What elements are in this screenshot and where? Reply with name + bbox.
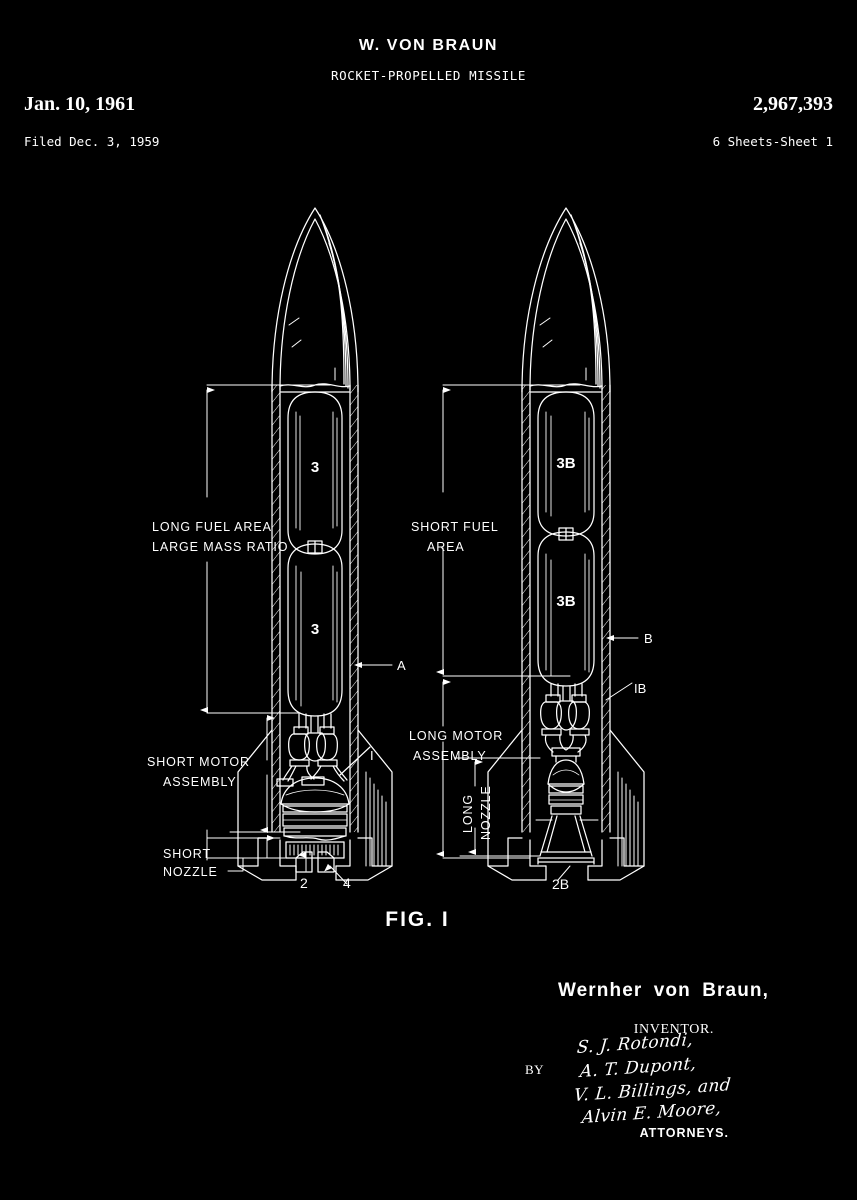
left-tank-lower-label: 3 [311,621,319,638]
right-fuel-area-label-line2: AREA [427,540,465,554]
right-nozzle-callout-label: 2B [552,876,569,892]
inventor-signature-name: Wernher von Braun, [557,980,769,1001]
header-patent-number: 2,967,393 [753,93,833,115]
left-fuel-area-dimension [200,384,331,714]
left-nozzle-callout-label: 2 [300,875,308,891]
right-missile-assembly: 3B 3B [409,207,653,892]
left-missile-assembly: 3 3 [147,207,406,891]
header-patent-title: ROCKET-PROPELLED MISSILE [330,68,526,83]
left-missile-upper-fuel-tank: 3 [287,391,343,555]
left-nozzle-dimension [206,829,286,861]
right-shell-callout-label: B [644,631,653,646]
left-nozzle-label-line2: NOZZLE [163,865,218,879]
right-nozzle-label-line2: NOZZLE [479,785,493,840]
header-issue-date: Jan. 10, 1961 [24,93,136,115]
left-fin-callout-4 [324,863,348,885]
left-missile-shell [271,384,359,833]
figure-caption: FIG. I [385,908,450,931]
right-missile-long-motor-assembly [535,683,599,865]
right-nozzle-label-line1: LONG [461,794,475,833]
attorneys-role-label: ATTORNEYS. [639,1126,729,1140]
left-fuel-area-label-line2: LARGE MASS RATIO [152,540,288,554]
right-nozzle-callout-2b [557,865,571,881]
right-nozzle-dimension [454,757,541,857]
attorney-by-label: BY [524,1062,544,1077]
left-missile-short-motor-assembly: I [276,713,374,859]
right-missile-nose-cone [521,207,611,393]
right-missile-upper-fuel-tank: 3B [537,391,595,537]
left-tank-upper-label: 3 [311,459,319,476]
left-missile-tank-connector [307,540,323,554]
right-missile-fins [487,729,645,881]
left-fuel-area-label-line1: LONG FUEL AREA [152,520,272,534]
right-motor-callout-ib [605,682,633,701]
left-missile-nose-cone [271,207,359,393]
left-nozzle-label-line1: SHORT [163,847,211,861]
header-sheet-count: 6 Sheets-Sheet 1 [712,134,833,149]
header-filed-date: Filed Dec. 3, 1959 [24,134,160,149]
left-shell-callout-label: A [397,658,406,673]
right-motor-label-line2: ASSEMBLY [413,749,487,763]
left-motor-label-line2: ASSEMBLY [163,775,237,789]
left-fin-callout-label: 4 [343,875,351,891]
right-motor-label-line1: LONG MOTOR [409,729,503,743]
right-motor-callout-label: IB [634,681,646,696]
right-motor-dimension [436,679,531,859]
left-motor-dimension [229,715,301,833]
left-missile-lower-fuel-tank: 3 [287,543,343,717]
left-motor-callout-label: I [370,748,374,763]
right-missile-lower-fuel-tank: 3B [537,531,595,687]
right-tank-lower-label: 3B [556,593,575,610]
header-inventor-name: W. VON BRAUN [358,37,499,54]
inventor-role-label: INVENTOR. [633,1022,714,1037]
right-tank-upper-label: 3B [556,455,575,472]
left-motor-label-line1: SHORT MOTOR [147,755,250,769]
right-missile-tank-connector [558,527,574,541]
right-fuel-area-dimension [436,384,581,677]
right-fuel-area-label-line1: SHORT FUEL [411,520,499,534]
